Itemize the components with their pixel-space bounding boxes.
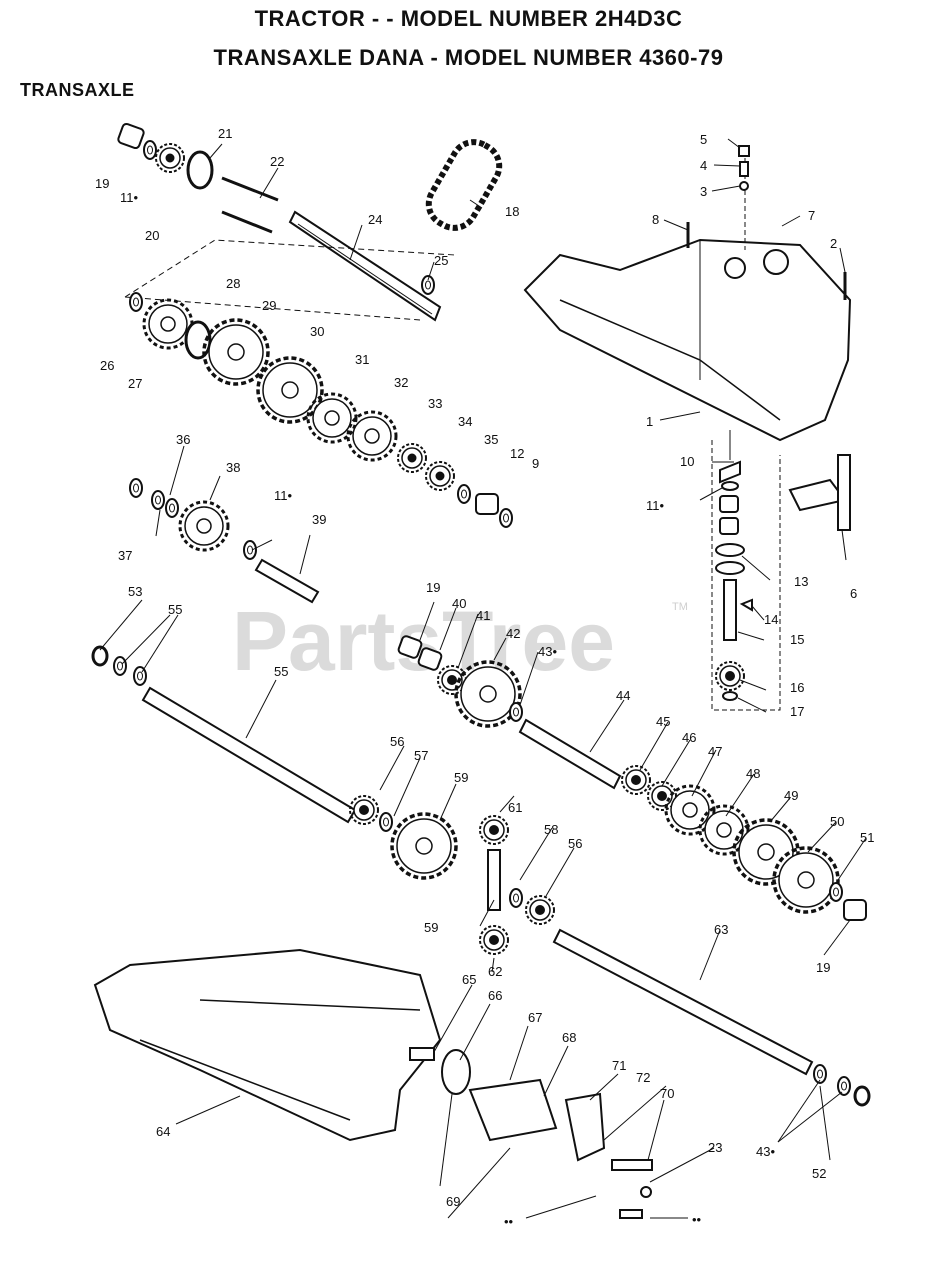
callout-5: 5	[700, 132, 707, 147]
callout-23: 23	[708, 1140, 722, 1155]
callout-21: 21	[218, 126, 232, 141]
gear-stack	[129, 292, 513, 528]
intermediate-shaft-group	[129, 478, 320, 604]
callout-20: 20	[145, 228, 159, 243]
callout-46: 46	[682, 730, 696, 745]
callout-16: 16	[790, 680, 804, 695]
callout-65: 68	[562, 1030, 576, 1045]
callout-59-top: 61	[508, 800, 522, 815]
callout-39: 39	[312, 512, 326, 527]
callout-labels: 19 11• 20 21 22 18 24 25 26 27 28 29 30 …	[95, 126, 874, 1229]
callout-57: 59	[454, 770, 468, 785]
callout-42: 42	[506, 626, 520, 641]
callout-18: 18	[505, 204, 519, 219]
callout-43-bottom: 43•	[756, 1144, 775, 1159]
callout-27: 27	[128, 376, 142, 391]
callout-22: 22	[270, 154, 284, 169]
callout-30: 30	[310, 324, 324, 339]
callout-36: 36	[176, 432, 190, 447]
vertical-shaft-assembly	[715, 454, 851, 701]
callout-13: 13	[794, 574, 808, 589]
callout-34: 34	[458, 414, 472, 429]
callout-4: 4	[700, 158, 707, 173]
callout-53: 55	[168, 602, 182, 617]
callout-45: 45	[656, 714, 670, 729]
callout-43-mid: 43•	[538, 644, 557, 659]
upper-shaft-group	[117, 122, 456, 322]
callout-25: 25	[434, 253, 448, 268]
callout-24: 24	[368, 212, 382, 227]
callout-55-left: 56	[390, 734, 404, 749]
callout-50: 50	[830, 814, 844, 829]
callout-12: 12	[510, 446, 524, 461]
callout-54: 55	[274, 664, 288, 679]
callout-52-bottom: 52	[812, 1166, 826, 1181]
section-label: TRANSAXLE	[20, 80, 135, 100]
callout-68: 71	[612, 1058, 626, 1073]
callout-37: 37	[118, 548, 132, 563]
callout-56-left: 57	[414, 748, 428, 763]
callout-3: 3	[700, 184, 707, 199]
callout-2: 2	[830, 236, 837, 251]
callout-7: 7	[808, 208, 815, 223]
callout-31: 31	[355, 352, 369, 367]
callout-15: 15	[790, 632, 804, 647]
callout-70: ••	[504, 1214, 514, 1229]
left-axle-group	[91, 645, 458, 880]
callout-11-mid: 11•	[274, 488, 292, 503]
callout-6: 6	[850, 586, 857, 601]
callout-11-right: 11•	[646, 498, 664, 513]
watermark-trademark: TM	[672, 601, 688, 613]
callout-29: 29	[262, 298, 276, 313]
callout-63: 66	[488, 988, 502, 1003]
callout-32: 32	[394, 375, 408, 390]
callout-51: 51	[860, 830, 874, 845]
callout-19-top: 19	[95, 176, 109, 191]
callout-28: 28	[226, 276, 240, 291]
callout-1: 1	[646, 414, 653, 429]
callout-40: 40	[452, 596, 466, 611]
callout-69: 72	[636, 1070, 650, 1085]
drive-chain	[425, 139, 503, 231]
callout-66: 69	[446, 1194, 460, 1209]
callout-71: ••	[692, 1212, 702, 1227]
callout-56-right: 58	[544, 822, 558, 837]
callout-26: 26	[100, 358, 114, 373]
transaxle-upper-housing	[523, 145, 852, 711]
transaxle-lower-housing	[93, 948, 653, 1219]
callout-48: 48	[746, 766, 760, 781]
callout-33: 33	[428, 396, 442, 411]
callout-14: 14	[764, 612, 778, 627]
callout-61: 64	[156, 1124, 170, 1139]
callout-19-mid: 19	[426, 580, 440, 595]
callout-17: 17	[790, 704, 804, 719]
callout-38: 38	[226, 460, 240, 475]
callout-11-top: 11•	[120, 190, 138, 205]
callout-49: 49	[784, 788, 798, 803]
callout-60: 63	[714, 922, 728, 937]
callout-35: 35	[484, 432, 498, 447]
middle-shaft-group	[397, 635, 867, 921]
callout-55-right: 56	[568, 836, 582, 851]
callout-10: 10	[680, 454, 694, 469]
callout-44: 44	[616, 688, 630, 703]
callout-41: 41	[476, 608, 490, 623]
callout-47: 47	[708, 744, 722, 759]
callout-64: 67	[528, 1010, 542, 1025]
callout-19-right: 19	[816, 960, 830, 975]
diagram-title-line-2: TRANSAXLE DANA - MODEL NUMBER 4360-79	[213, 45, 724, 70]
callout-9: 9	[532, 456, 539, 471]
differential-pinions	[479, 815, 555, 955]
diagram-title-line-1: TRACTOR - - MODEL NUMBER 2H4D3C	[254, 6, 683, 31]
callout-59-bottom: 62	[488, 964, 502, 979]
callout-67: 70	[660, 1086, 674, 1101]
watermark-text: PartsTree	[232, 594, 615, 688]
callout-58: 59	[424, 920, 438, 935]
callout-52-top: 53	[128, 584, 142, 599]
callout-8-top: 8	[652, 212, 659, 227]
callout-62: 65	[462, 972, 476, 987]
right-axle-group	[552, 928, 871, 1107]
leader-lines	[99, 138, 867, 1219]
